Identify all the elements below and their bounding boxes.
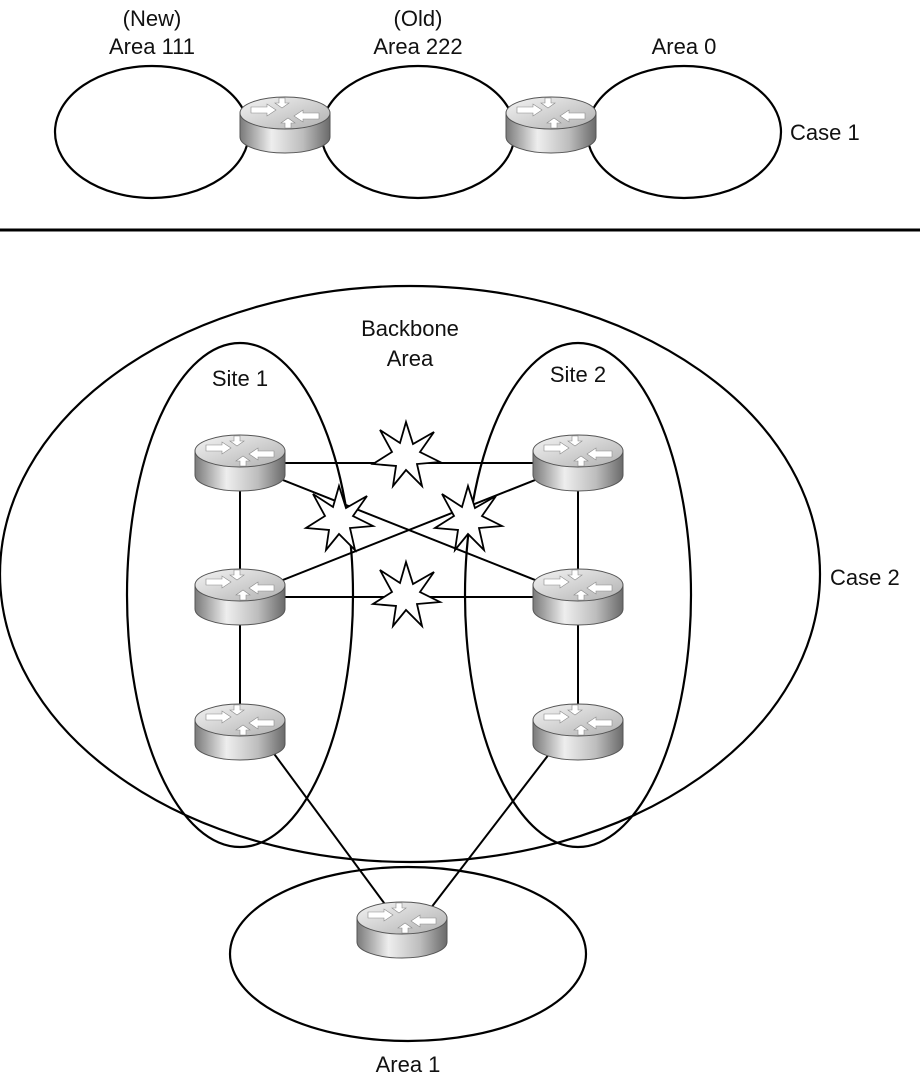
link-l3-area1 xyxy=(257,731,405,931)
site-2-boundary xyxy=(463,341,693,849)
backbone-area-label-line2: Area xyxy=(387,346,434,371)
case-1-label: Case 1 xyxy=(790,120,860,145)
area-111-label: Area 111 xyxy=(109,34,195,59)
link-l2-r1 xyxy=(239,462,579,598)
area-222-tag: (Old) xyxy=(394,6,443,31)
area-111-boundary xyxy=(53,64,251,200)
case1-group: (New) Area 111 (Old) Area 222 Area 0 Cas… xyxy=(53,6,860,200)
router-icon[interactable] xyxy=(194,434,286,492)
site-2-label: Site 2 xyxy=(550,362,606,387)
site-1-label: Site 1 xyxy=(212,366,268,391)
link-failure-burst-icon xyxy=(372,421,441,487)
router-icon[interactable] xyxy=(532,568,624,626)
area-1-label: Area 1 xyxy=(376,1052,441,1077)
router-icon[interactable] xyxy=(356,901,448,959)
router-icon[interactable] xyxy=(239,96,331,154)
area-0-boundary xyxy=(585,64,783,200)
link-failure-burst-icon xyxy=(305,485,374,551)
backbone-area-boundary xyxy=(0,284,821,864)
case2-group: Backbone Area Site 1 Site 2 Case 2 Area … xyxy=(0,284,900,1077)
router-icon[interactable] xyxy=(532,703,624,761)
area-1-boundary xyxy=(228,865,588,1043)
router-links xyxy=(239,462,579,931)
area-0-label: Area 0 xyxy=(652,34,717,59)
router-icon[interactable] xyxy=(532,434,624,492)
router-icon[interactable] xyxy=(505,96,597,154)
case-2-label: Case 2 xyxy=(830,565,900,590)
area-111-tag: (New) xyxy=(123,6,182,31)
router-icon[interactable] xyxy=(194,703,286,761)
site-1-boundary xyxy=(125,341,355,849)
area-222-boundary xyxy=(319,64,517,200)
link-failure-burst-icon xyxy=(372,561,441,627)
area-222-label: Area 222 xyxy=(373,34,462,59)
link-r3-area1 xyxy=(413,731,567,931)
backbone-area-label-line1: Backbone xyxy=(361,316,459,341)
router-icon[interactable] xyxy=(194,568,286,626)
